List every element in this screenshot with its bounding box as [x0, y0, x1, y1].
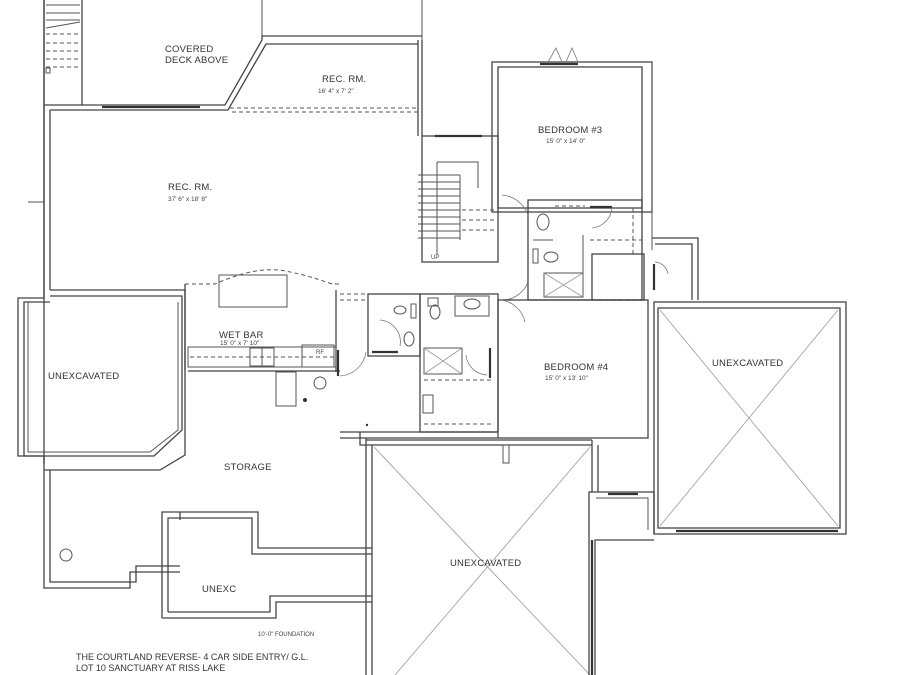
storage-label: STORAGE: [224, 462, 272, 473]
rec-room-main-label: REC. RM.: [168, 182, 212, 193]
plan-title-line-1: THE COURTLAND REVERSE- 4 CAR SIDE ENTRY/…: [76, 652, 308, 662]
rec-room-upper-label: REC. RM.: [322, 74, 366, 85]
bedroom-3-walls: [491, 46, 653, 250]
unexcavated-left-label: UNEXCAVATED: [48, 371, 119, 382]
interior-stair: UP: [418, 134, 499, 263]
bump-out: [652, 237, 699, 300]
covered-deck-label-1: COVERED: [165, 44, 213, 55]
bedroom-4-walls: [497, 253, 649, 439]
unexcavated-right-label: UNEXCAVATED: [712, 358, 783, 369]
bedroom-3-label: BEDROOM #3: [538, 125, 602, 136]
storage-walls: [43, 0, 498, 589]
stair-up-label: UP: [431, 255, 439, 261]
wet-bar-label: WET BAR: [219, 330, 264, 341]
wet-bar-walls: RF: [184, 269, 369, 427]
covered-deck-label-2: DECK ABOVE: [165, 55, 228, 66]
unexcavated-center-label: UNEXCAVATED: [450, 558, 521, 569]
center-bath-walls: [419, 293, 526, 433]
rec-room-upper-dims: 16' 4" x 7' 2": [318, 88, 354, 95]
unexcavated-left-walls: [17, 290, 186, 471]
fridge-label: RF: [316, 350, 324, 356]
bedroom-4-label: BEDROOM #4: [544, 362, 608, 373]
plan-title-line-2: LOT 10 SANCTUARY AT RISS LAKE: [76, 663, 225, 673]
bath-3-walls: [499, 194, 643, 301]
foundation-note: 10'-0" FOUNDATION: [258, 632, 314, 638]
exterior-stair: [43, 0, 83, 105]
unexc-small-walls: [161, 511, 372, 619]
rec-room-main-dims: 37' 6" x 18' 8": [168, 196, 208, 203]
unexc-small-label: UNEXC: [202, 584, 236, 595]
powder-room-walls: [367, 293, 421, 357]
bedroom-4-dims: 15' 0" x 13' 10": [545, 375, 589, 382]
bedroom-3-dims: 15' 0" x 14' 0": [546, 138, 586, 145]
unexcavated-center-walls: [365, 438, 599, 675]
unexcavated-right-walls: [653, 301, 847, 535]
garage-walls: [588, 491, 655, 675]
wet-bar-dims: 15' 0" x 7' 10": [220, 340, 260, 347]
